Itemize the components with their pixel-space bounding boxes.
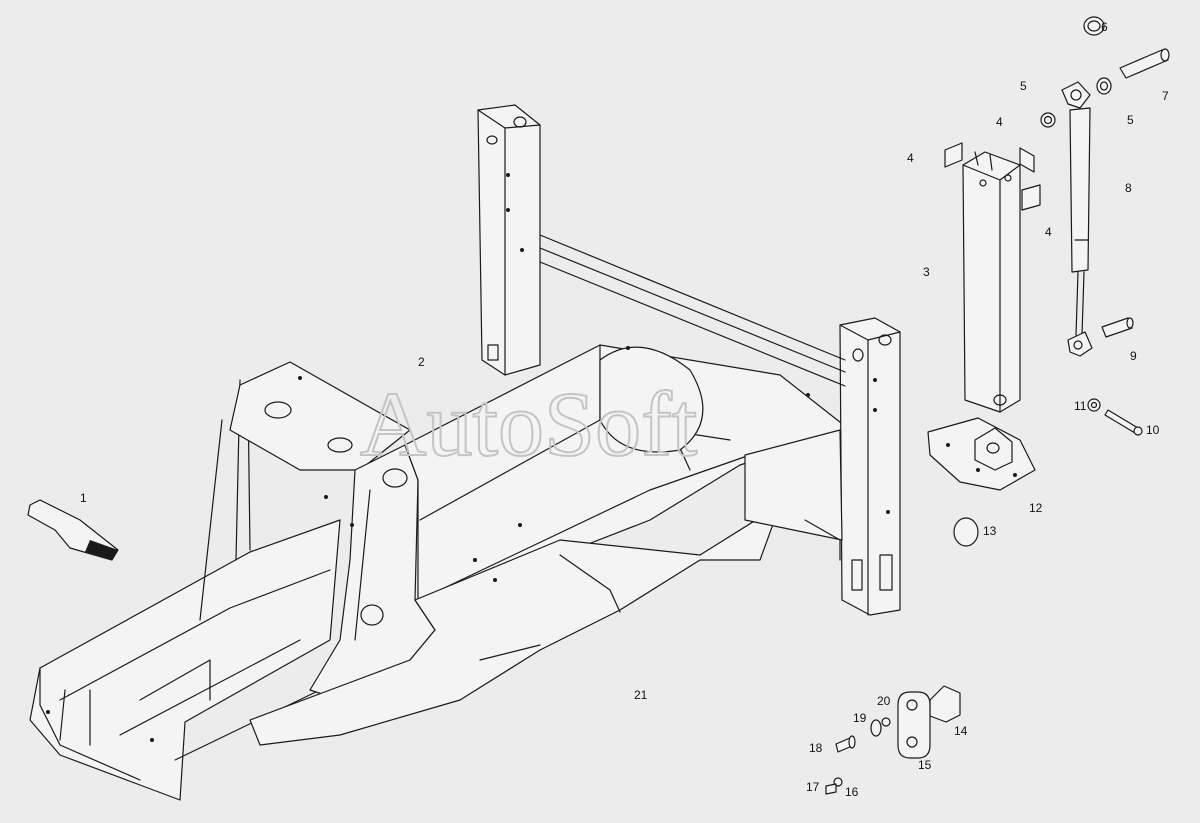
callout-6: 6 (1101, 20, 1108, 34)
part-14-hex-pad (929, 685, 961, 723)
part-6-ring (1083, 16, 1105, 36)
callout-3: 3 (923, 265, 930, 279)
callout-20: 20 (877, 694, 891, 708)
part-3-column (962, 151, 1021, 413)
part-8-cylinder (1061, 81, 1093, 357)
part-17-screw (825, 783, 837, 795)
callout-9: 9 (1130, 349, 1137, 363)
callout-1: 1 (80, 491, 87, 505)
part-5-bushing-a (1040, 112, 1056, 128)
main-frame (29, 104, 901, 801)
part-5-bushing-b (1096, 77, 1112, 95)
callout-16: 16 (845, 785, 859, 799)
part-19-washer (870, 719, 882, 737)
callout-5: 5 (1020, 79, 1027, 93)
rear-crossbeam (539, 234, 846, 387)
callout-4: 4 (996, 115, 1003, 129)
part-12-mount-plate (927, 417, 1036, 491)
callout-13: 13 (983, 524, 997, 538)
callout-10: 10 (1146, 423, 1160, 437)
callout-5: 5 (1127, 113, 1134, 127)
frame-bolt-holes (46, 173, 890, 742)
callout-12: 12 (1029, 501, 1043, 515)
front-frame-box (29, 519, 341, 801)
callout-15: 15 (918, 758, 932, 772)
callout-2: 2 (418, 355, 425, 369)
deck-hole (264, 401, 292, 419)
callout-labels: 1 2 3 4 4 4 5 5 6 7 8 9 10 11 12 13 14 1… (80, 20, 1169, 799)
boom-frame (404, 344, 851, 601)
part-4-shims (944, 142, 1041, 211)
part-11-nut (1087, 398, 1101, 412)
callout-11: 11 (1074, 399, 1087, 413)
part-10-bolt (1104, 409, 1139, 434)
part-13-washer (953, 517, 979, 547)
callout-14: 14 (954, 724, 968, 738)
callout-19: 19 (853, 711, 867, 725)
callout-4: 4 (1045, 225, 1052, 239)
callout-7: 7 (1162, 89, 1169, 103)
rear-upright-left (477, 104, 541, 376)
rear-upright-right (839, 317, 901, 616)
callout-21: 21 (634, 688, 648, 702)
part-20-nut (881, 717, 891, 727)
belly-pan (249, 504, 781, 746)
callout-17: 17 (806, 780, 820, 794)
callout-8: 8 (1125, 181, 1132, 195)
callout-4: 4 (907, 151, 914, 165)
part-9-pin (1101, 317, 1133, 338)
watermark: AutoSoft (360, 373, 698, 475)
part-15-link-plate (897, 691, 931, 759)
callout-18: 18 (809, 741, 823, 755)
